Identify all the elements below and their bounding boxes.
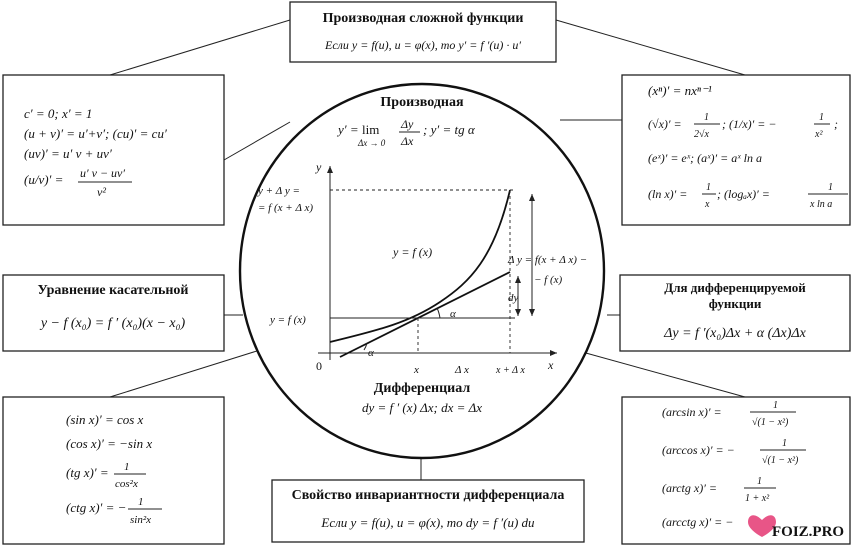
box-differentiable-function: Для дифференцируемой функции Δy = f ′(x₀… [619, 274, 851, 352]
derivative-graph: y x 0 y + Δ y = = f (x + Δ x) y = f (x) … [257, 160, 587, 376]
y-axis-label: y [315, 160, 322, 174]
label-delta-y-1: Δ y = f(x + Δ x) − [507, 254, 587, 266]
label-x-plus-dx: x + Δ x [495, 365, 525, 376]
tangent-line [339, 271, 511, 358]
svg-text:(ln x)′ =: (ln x)′ = [648, 187, 687, 201]
svg-text:y′ =: y′ = [336, 122, 359, 137]
svg-text:2√x: 2√x [694, 129, 709, 140]
svg-text:; (1/x)′ = −: ; (1/x)′ = − [722, 117, 776, 131]
svg-text:Производная сложной функции: Производная сложной функции [323, 11, 524, 26]
center-circle [238, 82, 606, 460]
svg-text:(uv)′ = u′ v + uv′: (uv)′ = u′ v + uv′ [24, 146, 112, 161]
connectors [109, 19, 746, 480]
svg-text:√(1 − x²): √(1 − x²) [762, 455, 799, 466]
svg-text:x ln a: x ln a [809, 199, 832, 210]
svg-text:cos²x: cos²x [115, 478, 138, 490]
label-curve: y = f (x) [392, 245, 432, 259]
label-y-fx-axis: y = f (x) [269, 314, 306, 326]
svg-text:Δx: Δx [400, 134, 414, 148]
svg-text:x: x [704, 199, 710, 210]
svg-text:y − f (x₀) = f ′ (x₀)(x − x₀): y − f (x₀) = f ′ (x₀)(x − x₀) [39, 316, 186, 331]
svg-text:Δy: Δy [400, 117, 414, 131]
label-x: x [413, 364, 419, 376]
box-invariance: Свойство инвариантности дифференциала Ес… [271, 479, 585, 543]
svg-text:1: 1 [138, 496, 144, 508]
svg-text:√(1 − x²): √(1 − x²) [752, 417, 789, 428]
svg-text:(ctg x)′ = −: (ctg x)′ = − [66, 500, 126, 515]
svg-text:;: ; [834, 117, 838, 131]
box-inverse-trig: (arcsin x)′ = 1 √(1 − x²) (arccos x)′ = … [621, 396, 851, 545]
svg-text:(arctg x)′ =: (arctg x)′ = [662, 481, 717, 495]
function-curve [329, 189, 511, 343]
svg-text:1: 1 [782, 438, 787, 449]
svg-text:; y′ = tg α: ; y′ = tg α [423, 122, 476, 137]
svg-text:lim: lim [362, 122, 379, 137]
svg-text:(u + v)′ = u′+v′; (cu)′ = cu: (u + v)′ = u′+v′; (cu)′ = cu′ [24, 126, 167, 141]
svg-text:sin²x: sin²x [130, 514, 151, 526]
svg-text:Свойство инвариантности диффер: Свойство инвариантности дифференциала [292, 488, 565, 503]
svg-text:Если y = f(u), u = φ(x), то dy: Если y = f(u), u = φ(x), то dy = f ′(u) … [320, 515, 535, 530]
svg-text:Если y = f(u), u = φ(x), то y′: Если y = f(u), u = φ(x), то y′ = f ′(u) … [324, 38, 521, 52]
derivative-definition: y′ = lim Δx → 0 Δy Δx ; y′ = tg α [336, 117, 476, 148]
box-trig-derivatives: (sin x)′ = cos x (cos x)′ = −sin x (tg x… [2, 396, 225, 545]
x-axis-label: x [547, 358, 554, 372]
label-dx: Δ x [454, 364, 469, 376]
box-power-exp-log: (xⁿ)′ = nxⁿ⁻¹ (√x)′ = 1 2√x ; (1/x)′ = −… [621, 74, 851, 226]
svg-text:Δx → 0: Δx → 0 [357, 138, 386, 148]
svg-text:; (logₐx)′ =: ; (logₐx)′ = [717, 187, 770, 201]
svg-text:(sin x)′ = cos x: (sin x)′ = cos x [66, 412, 144, 427]
svg-text:u′ v − uv′: u′ v − uv′ [80, 166, 125, 180]
svg-text:Уравнение касательной: Уравнение касательной [38, 283, 189, 298]
label-y-plus-dy: y + Δ y = [257, 185, 300, 197]
box-basic-rules: c′ = 0; x′ = 1 (u + v)′ = u′+v′; (cu)′ =… [2, 74, 225, 226]
svg-text:x²: x² [814, 129, 823, 140]
svg-text:c′ = 0; x′ = 1: c′ = 0; x′ = 1 [24, 106, 92, 121]
box-chain-rule: Производная сложной функции Если y = f(u… [289, 1, 557, 63]
svg-text:v²: v² [97, 185, 106, 199]
svg-text:(u/v)′ =: (u/v)′ = [24, 172, 63, 187]
svg-text:(cos x)′ = −sin x: (cos x)′ = −sin x [66, 436, 152, 451]
svg-text:1: 1 [124, 461, 130, 473]
svg-text:Для дифференцируемой: Для дифференцируемой [664, 280, 806, 295]
svg-text:1: 1 [757, 476, 762, 487]
svg-text:1: 1 [706, 182, 711, 193]
svg-text:Δy = f ′(x₀)Δx + α (Δx)Δx: Δy = f ′(x₀)Δx + α (Δx)Δx [663, 326, 806, 341]
center-title: Производная [380, 95, 464, 110]
label-f-x-plus-dx: = f (x + Δ x) [258, 202, 313, 214]
differential-title: Дифференциал [374, 381, 471, 396]
svg-text:(tg x)′ =: (tg x)′ = [66, 465, 109, 480]
svg-text:функции: функции [709, 296, 762, 311]
label-delta-y-2: − f (x) [534, 274, 563, 286]
svg-text:(xⁿ)′ = nxⁿ⁻¹: (xⁿ)′ = nxⁿ⁻¹ [648, 83, 712, 98]
origin-label: 0 [316, 359, 322, 373]
svg-text:1: 1 [828, 182, 833, 193]
label-alpha-2: α [450, 308, 456, 320]
label-alpha-1: α [368, 347, 374, 359]
heart-icon [748, 515, 776, 537]
svg-text:(eˣ)′ = eˣ; (aˣ)′ = aˣ ln a: (eˣ)′ = eˣ; (aˣ)′ = aˣ ln a [648, 151, 762, 165]
box-tangent-equation: Уравнение касательной y − f (x₀) = f ′ (… [2, 274, 225, 352]
svg-text:1 + x²: 1 + x² [745, 493, 770, 504]
svg-text:1: 1 [773, 400, 778, 411]
svg-text:(arcctg x)′ = −: (arcctg x)′ = − [662, 515, 733, 529]
svg-text:(arccos x)′ = −: (arccos x)′ = − [662, 443, 735, 457]
svg-text:1: 1 [704, 112, 709, 123]
label-dy: dy [508, 292, 519, 304]
svg-text:1: 1 [819, 112, 824, 123]
watermark-logo: FOIZ.PRO [748, 515, 844, 540]
watermark-text: FOIZ.PRO [772, 524, 844, 540]
differential-formula: dy = f ′ (x) Δx; dx = Δx [362, 400, 482, 415]
svg-text:(arcsin x)′ =: (arcsin x)′ = [662, 405, 722, 419]
svg-text:(√x)′ =: (√x)′ = [648, 117, 682, 131]
